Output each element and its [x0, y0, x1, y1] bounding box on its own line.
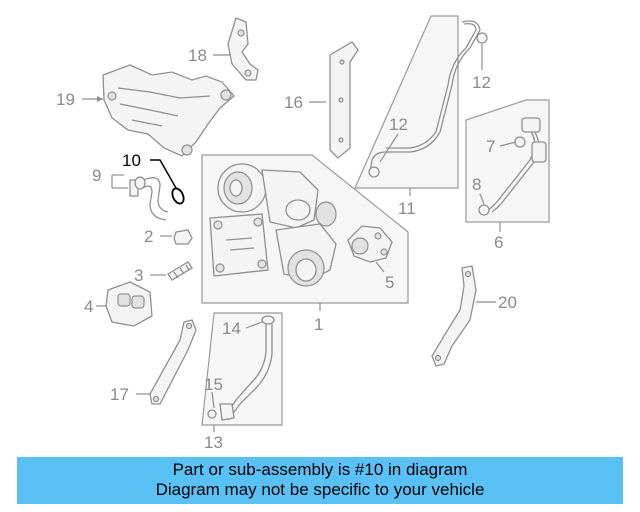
part-18-bracket: [227, 17, 259, 81]
callout-10[interactable]: 10: [122, 151, 141, 170]
info-banner: Part or sub-assembly is #10 in diagram D…: [17, 457, 623, 504]
callout-11[interactable]: 11: [398, 199, 416, 218]
part-16-gasket: [329, 41, 359, 159]
part-9-hose: [133, 177, 169, 213]
callout-18[interactable]: 18: [188, 46, 207, 65]
callout-1[interactable]: 1: [314, 315, 323, 334]
oil-feed-line-box: [354, 15, 459, 189]
callout-13[interactable]: 13: [204, 433, 223, 452]
parts-diagram: 1 2 3 4 5 6 7 8 9 10 11 12 12 13 14 15 1…: [56, 15, 550, 452]
callout-2[interactable]: 2: [144, 227, 153, 246]
oil-return-line-box: [201, 312, 283, 426]
callout-17[interactable]: 17: [110, 385, 129, 404]
callout-14[interactable]: 14: [222, 319, 241, 338]
part-17-bracket: [149, 319, 197, 405]
part-10-o-ring: [171, 187, 185, 205]
callout-6[interactable]: 6: [494, 233, 503, 252]
callout-3[interactable]: 3: [134, 266, 143, 285]
callout-15[interactable]: 15: [204, 375, 223, 394]
part-3-stud: [167, 261, 193, 281]
callout-12-lower[interactable]: 12: [389, 115, 408, 134]
callout-12-upper[interactable]: 12: [472, 73, 491, 92]
banner-line-1: Part or sub-assembly is #10 in diagram: [172, 460, 468, 479]
callout-4[interactable]: 4: [84, 297, 93, 316]
callout-19[interactable]: 19: [56, 90, 75, 109]
part-5-actuator: [347, 225, 393, 263]
callout-7[interactable]: 7: [486, 137, 495, 156]
callout-20[interactable]: 20: [498, 293, 517, 312]
callout-9[interactable]: 9: [92, 166, 101, 185]
part-10-leader: [150, 159, 177, 189]
part-2-nut: [173, 229, 193, 245]
callout-8[interactable]: 8: [472, 175, 481, 194]
part-19-exhaust-manifold: [102, 64, 235, 157]
banner-line-2: Diagram may not be specific to your vehi…: [155, 480, 485, 499]
part-1-turbocharger: [209, 163, 337, 287]
callout-16[interactable]: 16: [284, 93, 303, 112]
callout-5[interactable]: 5: [385, 273, 394, 292]
part-11-oil-feed-line: [369, 20, 481, 173]
part-20-bracket: [431, 265, 477, 367]
part-6-coolant-line: [487, 127, 536, 211]
